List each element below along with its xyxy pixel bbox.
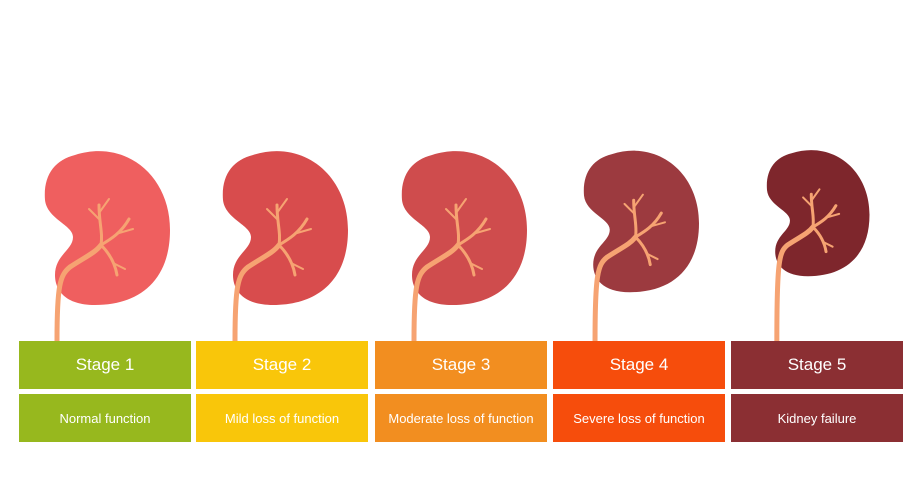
- stage-5-label: Stage 5: [731, 341, 903, 389]
- stage-4-panel: Stage 4 Severe loss of function: [553, 341, 725, 442]
- kidney-2-vessel: [277, 217, 309, 247]
- kidney-1-vessel: [118, 228, 134, 234]
- kidney-3-vessel: [456, 243, 476, 277]
- kidney-4-vessel: [645, 252, 659, 261]
- kidney-5-vessel: [802, 196, 813, 207]
- kidney-2-vessel: [290, 262, 304, 270]
- kidney-5-ureter: [774, 224, 816, 344]
- kidney-5-vessel: [811, 204, 838, 229]
- kidney-4-vessel: [634, 235, 652, 267]
- kidney-4-vessel: [623, 202, 635, 215]
- kidney-3-vessel: [454, 203, 461, 247]
- kidney-3-ureter: [411, 242, 461, 344]
- kidney-3-vessel: [455, 198, 467, 214]
- kidney-1-icon: [44, 151, 170, 344]
- kidney-1-vessel: [99, 243, 119, 277]
- stage-2-description: Mild loss of function: [196, 394, 368, 442]
- kidney-4-vessel: [632, 193, 644, 209]
- kidney-4-body: [583, 150, 699, 293]
- kidney-5-vessel: [826, 212, 841, 219]
- kidney-1-vessel: [88, 208, 100, 220]
- kidney-5-vessel: [811, 225, 828, 254]
- kidney-5-vessel: [821, 240, 834, 248]
- stage-1-label: Stage 1: [19, 341, 191, 389]
- kidney-2-icon: [222, 151, 348, 344]
- stage-1-panel: Stage 1 Normal function: [19, 341, 191, 442]
- kidney-3-vessel: [469, 262, 483, 270]
- kidney-1-vessel: [112, 262, 126, 270]
- stage-2-panel: Stage 2 Mild loss of function: [196, 341, 368, 442]
- stage-2-label: Stage 2: [196, 341, 368, 389]
- kidney-3-vessel: [475, 228, 491, 234]
- kidney-4-vessel: [632, 198, 638, 239]
- kidney-5-icon: [766, 150, 870, 344]
- kidney-1-vessel: [97, 203, 104, 247]
- kidney-4-vessel: [634, 211, 663, 239]
- kidney-1-ureter: [54, 242, 104, 344]
- kidney-4-ureter: [592, 234, 639, 344]
- kidney-4-icon: [583, 150, 699, 344]
- stage-5-panel: Stage 5 Kidney failure: [731, 341, 903, 442]
- stage-5-description: Kidney failure: [731, 394, 903, 442]
- kidney-1-vessel: [98, 198, 110, 214]
- stage-3-panel: Stage 3 Moderate loss of function: [375, 341, 547, 442]
- stage-3-label: Stage 3: [375, 341, 547, 389]
- stage-1-description: Normal function: [19, 394, 191, 442]
- kidney-2-vessel: [276, 198, 288, 214]
- kidney-5-vessel: [809, 192, 815, 229]
- kidney-2-vessel: [277, 243, 297, 277]
- stage-4-description: Severe loss of function: [553, 394, 725, 442]
- kidney-3-body: [401, 151, 527, 305]
- kidney-5-vessel: [810, 188, 821, 202]
- kidney-3-icon: [401, 151, 527, 344]
- stage-4-label: Stage 4: [553, 341, 725, 389]
- kidney-1-vessel: [99, 217, 131, 247]
- kidney-2-body: [222, 151, 348, 305]
- kidney-1-body: [44, 151, 170, 305]
- kidney-3-vessel: [456, 217, 488, 247]
- kidney-2-ureter: [232, 242, 282, 344]
- stage-3-description: Moderate loss of function: [375, 394, 547, 442]
- kidney-3-vessel: [445, 208, 457, 220]
- kidney-2-vessel: [275, 203, 282, 247]
- kidney-2-vessel: [296, 228, 312, 234]
- kidney-4-vessel: [651, 221, 666, 227]
- kidney-2-vessel: [266, 208, 278, 220]
